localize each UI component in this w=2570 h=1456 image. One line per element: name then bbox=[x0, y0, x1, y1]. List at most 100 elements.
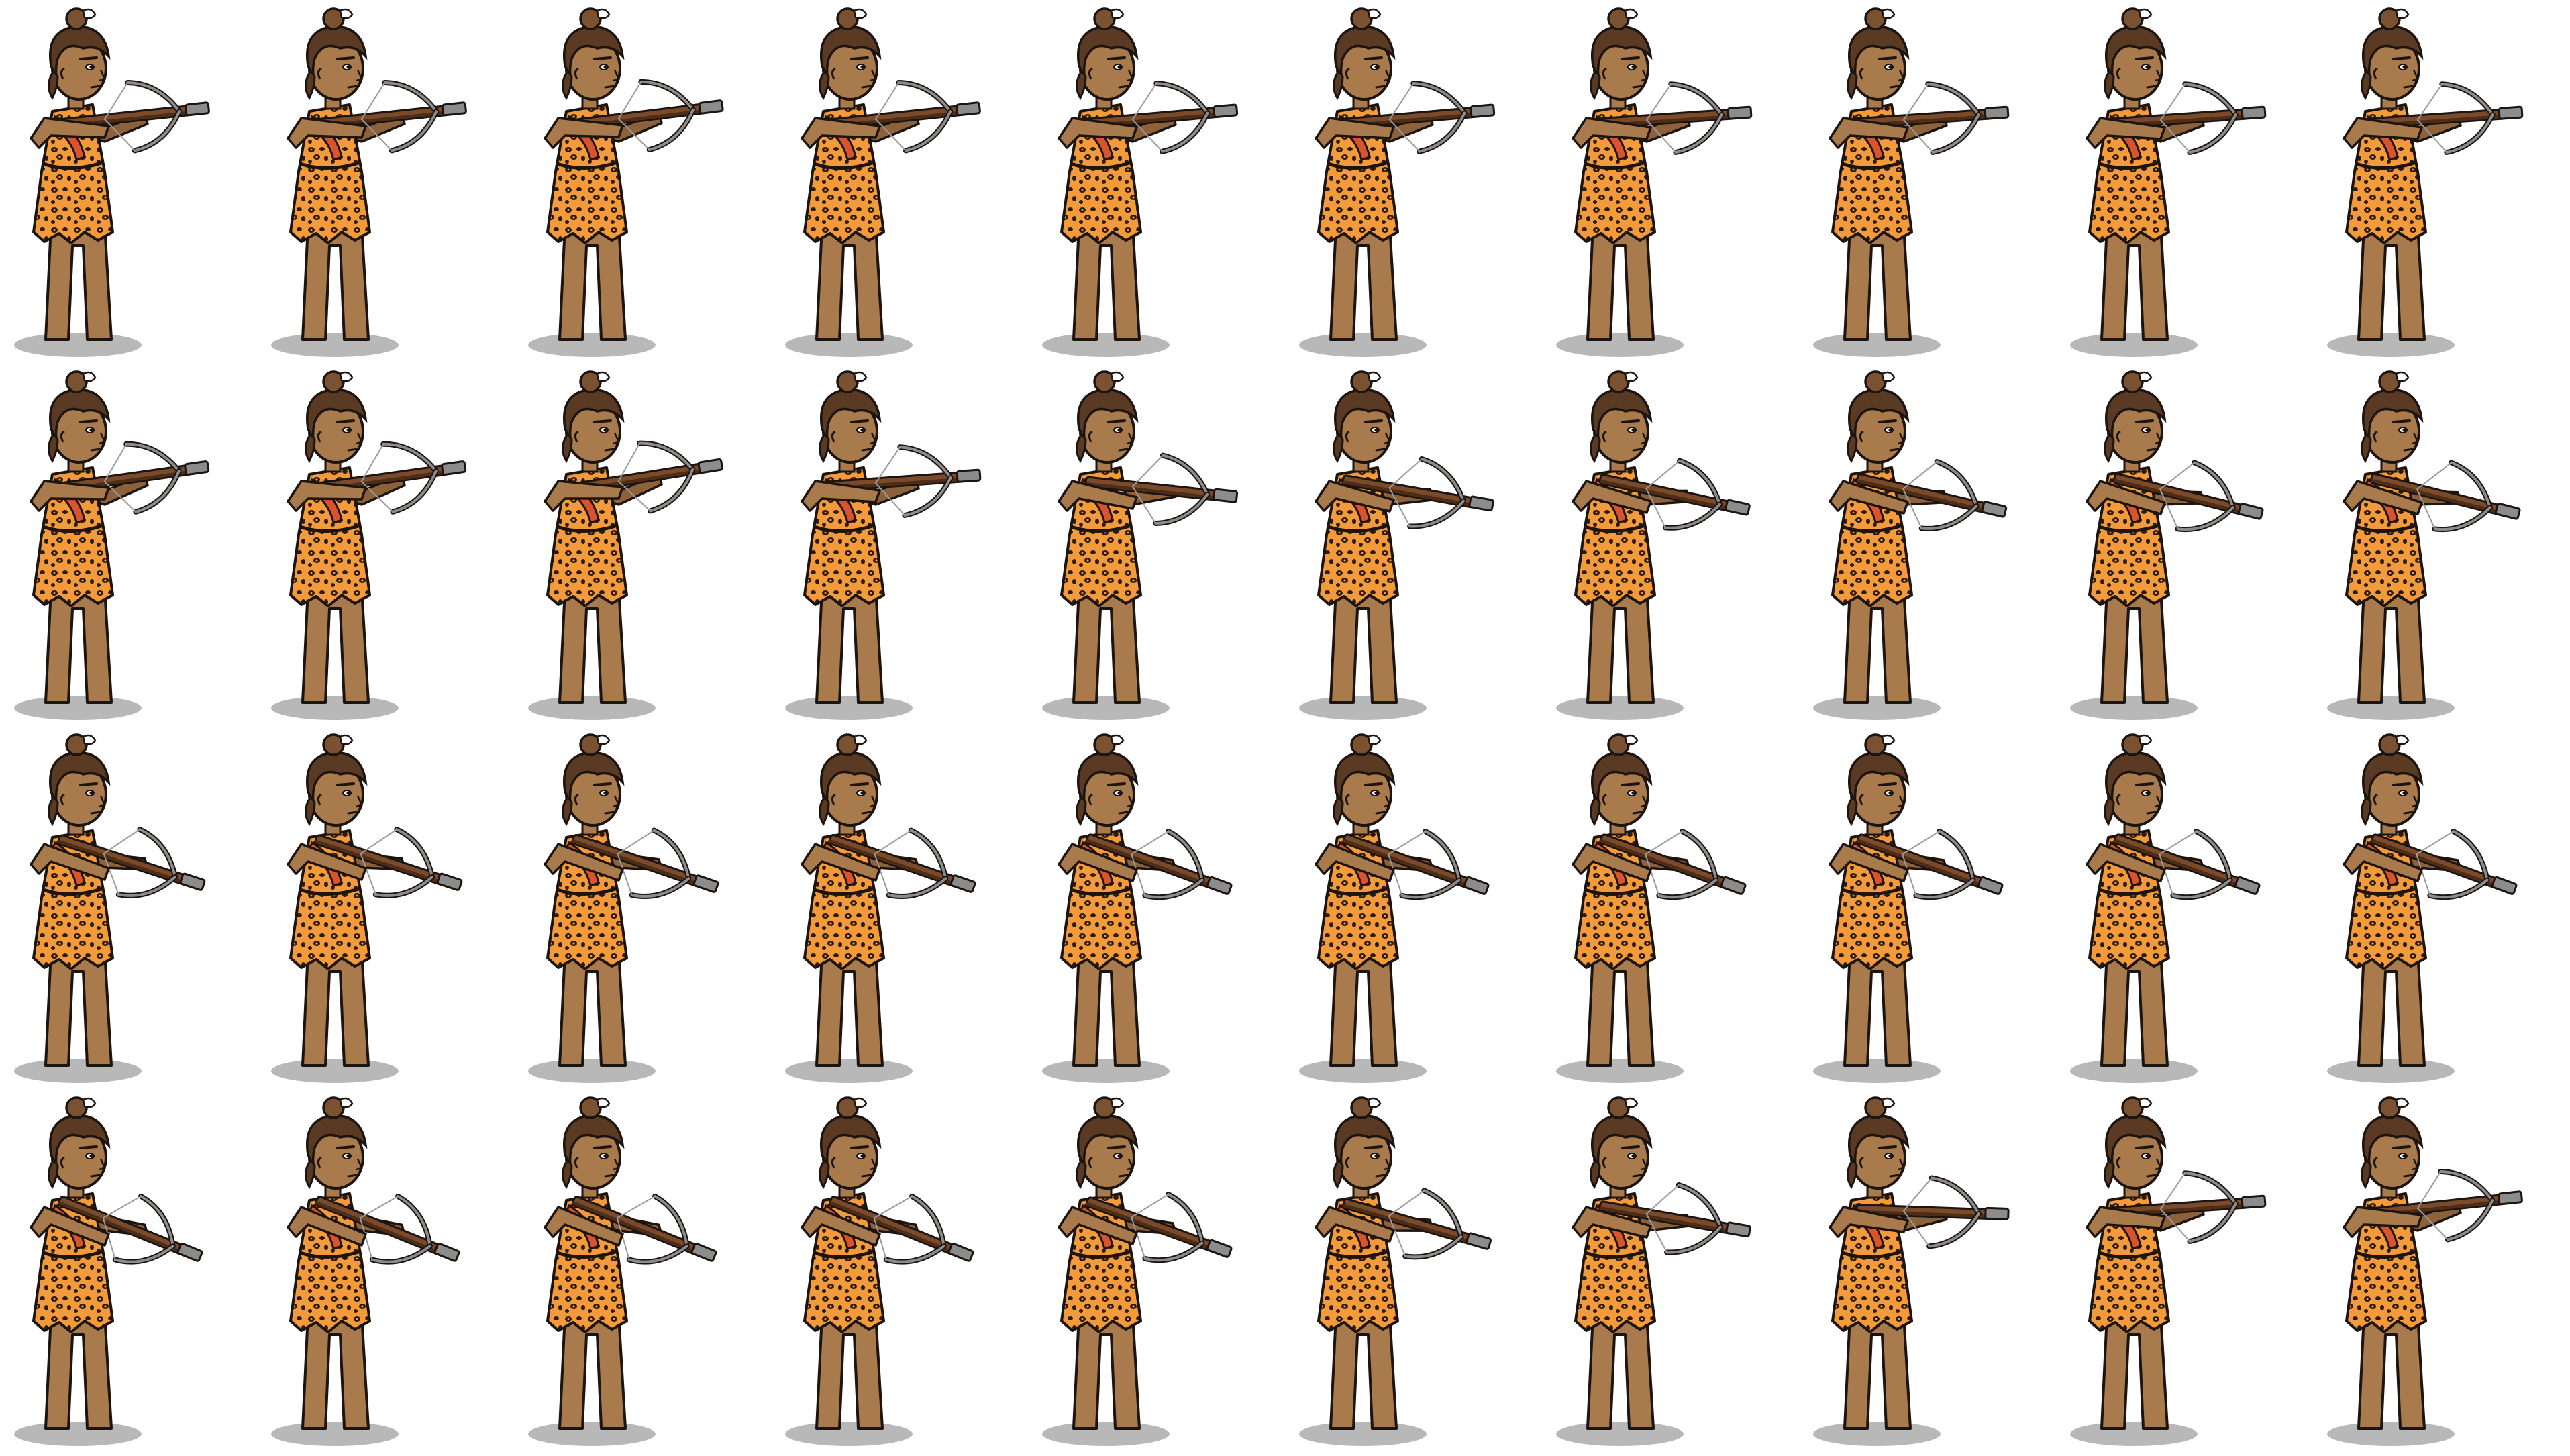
character-dress bbox=[32, 466, 114, 607]
ground-shadow bbox=[1299, 1059, 1427, 1083]
character-mouth bbox=[1889, 85, 1901, 89]
character-eyebrow bbox=[79, 1145, 98, 1149]
character-front-arm bbox=[1058, 480, 1138, 512]
ground-shadow bbox=[1299, 333, 1427, 357]
character-eyebrow bbox=[1621, 419, 1640, 423]
cavewoman-crossbow-sprite bbox=[14, 7, 210, 357]
character-ear bbox=[60, 1156, 65, 1169]
character-nose bbox=[1641, 69, 1648, 82]
character-ear bbox=[2116, 793, 2121, 806]
crossbow bbox=[1598, 1182, 1751, 1255]
character-front-arm bbox=[2343, 117, 2423, 149]
character-ear bbox=[2373, 793, 2378, 806]
cavewoman-crossbow-sprite bbox=[1299, 1096, 1492, 1446]
character-nose bbox=[1384, 69, 1391, 82]
character-ear bbox=[2116, 1156, 2121, 1169]
ground-shadow bbox=[271, 1422, 399, 1446]
character-hair bbox=[1848, 1114, 1910, 1167]
character-hair bbox=[1334, 1114, 1396, 1167]
character-mouth bbox=[90, 448, 102, 452]
character-mouth bbox=[2146, 811, 2158, 815]
sprite-frame-r4-c6 bbox=[1289, 1093, 1546, 1456]
cavewoman-crossbow-sprite bbox=[271, 7, 467, 357]
character-mouth bbox=[1118, 85, 1130, 89]
character-hair bbox=[563, 25, 625, 79]
character-front-arm bbox=[2343, 843, 2423, 882]
crossbow bbox=[571, 827, 719, 899]
ground-shadow bbox=[1813, 333, 1941, 357]
cavewoman-crossbow-sprite bbox=[14, 733, 206, 1083]
crossbow bbox=[57, 1193, 203, 1265]
character-legs bbox=[1586, 587, 1655, 704]
crossbow bbox=[314, 1193, 460, 1265]
character-belt bbox=[1584, 160, 1646, 170]
character-ear bbox=[574, 430, 579, 443]
character-nose bbox=[1898, 69, 1905, 82]
character-hair bbox=[2105, 751, 2167, 804]
sprite-frame-r2-c7 bbox=[1546, 367, 1803, 730]
character-nose bbox=[1641, 1158, 1648, 1171]
crossbow bbox=[571, 1193, 717, 1265]
sprite-frame-r3-c6 bbox=[1289, 730, 1546, 1093]
character-front-arm bbox=[1829, 117, 1909, 149]
cavewoman-crossbow-sprite bbox=[1042, 7, 1239, 357]
sprite-frame-r1-c8 bbox=[1803, 4, 2060, 367]
cavewoman-crossbow-sprite bbox=[1299, 370, 1494, 720]
character-legs bbox=[44, 224, 113, 341]
character-front-arm bbox=[1315, 117, 1395, 149]
character-hair-tie bbox=[82, 371, 97, 382]
cavewoman-crossbow-sprite bbox=[1299, 733, 1490, 1083]
character-nose bbox=[1898, 1158, 1905, 1171]
character-mouth bbox=[604, 811, 616, 815]
character-nose bbox=[870, 432, 877, 445]
sprite-frame-r1-c10 bbox=[2317, 4, 2570, 367]
character-legs bbox=[44, 587, 113, 704]
character-legs bbox=[2100, 950, 2169, 1067]
character-nose bbox=[2412, 69, 2419, 82]
character-hair-tie bbox=[82, 734, 97, 745]
character-nose bbox=[1898, 432, 1905, 445]
character-eyebrow bbox=[1107, 1145, 1126, 1149]
character-mouth bbox=[1118, 1174, 1130, 1178]
character-front-arm bbox=[1572, 1206, 1652, 1239]
cavewoman-crossbow-sprite bbox=[1556, 7, 1753, 357]
character-legs bbox=[301, 950, 370, 1067]
character-eyebrow bbox=[1621, 56, 1640, 60]
ground-shadow bbox=[785, 333, 913, 357]
character-ear bbox=[1345, 1156, 1350, 1169]
character-eyebrow bbox=[79, 419, 98, 423]
character-mouth bbox=[1118, 448, 1130, 452]
character-front-arm bbox=[2086, 1206, 2166, 1238]
character-legs bbox=[2100, 224, 2169, 341]
character-hair-tie bbox=[853, 8, 868, 19]
character-ear bbox=[1602, 430, 1607, 443]
character-eyebrow bbox=[1364, 419, 1383, 423]
character-belt bbox=[1841, 160, 1903, 170]
character-ear bbox=[574, 793, 579, 806]
character-eyebrow bbox=[593, 782, 612, 786]
crossbow bbox=[1085, 829, 1233, 900]
cavewoman-crossbow-sprite bbox=[785, 1096, 974, 1446]
character-legs bbox=[815, 224, 884, 341]
sprite-frame-r2-c3 bbox=[518, 367, 775, 730]
character-front-arm bbox=[801, 1206, 881, 1247]
character-mouth bbox=[90, 1174, 102, 1178]
character-hair bbox=[1591, 25, 1653, 79]
cavewoman-crossbow-sprite bbox=[271, 1096, 460, 1446]
character-front-arm bbox=[2086, 843, 2166, 882]
ground-shadow bbox=[1556, 1059, 1684, 1083]
character-front-arm bbox=[1058, 117, 1138, 149]
character-front-arm bbox=[1315, 1206, 1395, 1243]
character-nose bbox=[99, 795, 106, 808]
crossbow bbox=[1855, 1175, 2010, 1249]
character-hair-tie bbox=[2138, 734, 2153, 745]
character-ear bbox=[317, 1156, 322, 1169]
character-legs bbox=[815, 587, 884, 704]
character-dress bbox=[289, 466, 371, 607]
character-legs bbox=[2357, 587, 2426, 704]
character-belt bbox=[1584, 1249, 1646, 1259]
character-dress bbox=[803, 103, 885, 244]
character-belt bbox=[813, 523, 875, 533]
character-hair-tie bbox=[2138, 8, 2153, 19]
sprite-frame-r4-c1 bbox=[4, 1093, 261, 1456]
